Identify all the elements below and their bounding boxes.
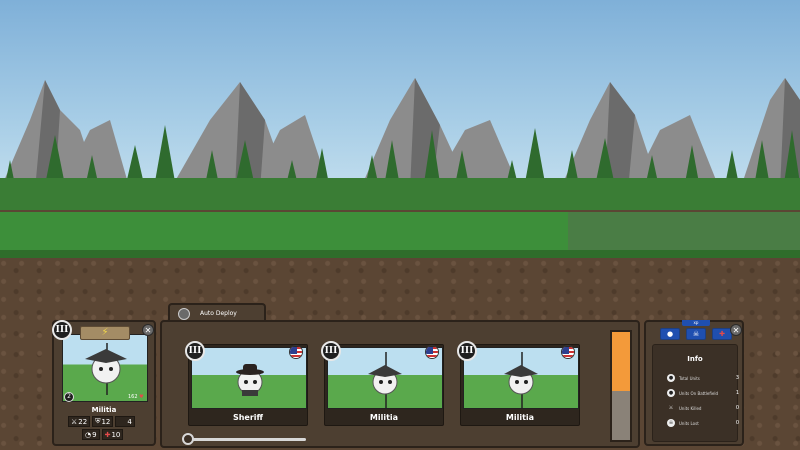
sword-icon: ⚔ — [71, 417, 78, 426]
sheriff-portrait — [191, 347, 307, 409]
rank-badge: III — [185, 341, 205, 361]
info-ball-button[interactable]: ● — [660, 328, 680, 340]
energy-gauge-fill — [612, 332, 630, 392]
info-panel: xp ● ☠ ✚ ✕ Info ● Total Units 3 ● Units … — [644, 320, 744, 446]
info-cost-button[interactable]: ✚ — [712, 328, 732, 340]
unit-hp: 162 ♥ — [128, 394, 144, 400]
stat-row-1: ⚔22 ⛨12 4 — [68, 416, 135, 427]
auto-deploy-tab[interactable]: Auto Deploy — [168, 303, 266, 323]
info-row-units-lost: ☠ Units Lost 0 — [667, 419, 739, 427]
hp-value: 162 — [128, 394, 138, 400]
defense-stat: ⛨12 — [92, 416, 114, 427]
militia-portrait — [463, 347, 579, 409]
level-up-badge[interactable]: ⚡ — [80, 326, 130, 340]
selected-unit-name: Militia — [91, 406, 117, 414]
info-tab[interactable]: xp — [682, 320, 710, 326]
unit-count-badge: 2 — [64, 392, 74, 402]
heart-icon: ♥ — [139, 394, 144, 400]
ball-icon: ● — [666, 330, 674, 338]
usa-flag-icon — [561, 345, 575, 359]
auto-deploy-label: Auto Deploy — [200, 310, 237, 317]
militia-ball-icon — [85, 343, 127, 395]
info-content: Info ● Total Units 3 ● Units On Battlefi… — [652, 344, 739, 442]
deploy-card-name: Militia — [505, 413, 535, 422]
sword-icon: ⚔ — [668, 405, 674, 411]
militia-portrait — [327, 347, 443, 409]
info-buttons: ● ☠ ✚ — [652, 328, 740, 340]
militia-ball-icon — [368, 352, 402, 408]
rank-badge: III — [457, 341, 477, 361]
rank-badge: III — [321, 341, 341, 361]
militia-ball-icon — [504, 352, 538, 408]
cube-icon — [178, 308, 190, 320]
energy-gauge — [610, 330, 632, 442]
info-row-units-killed: ⚔ Units Killed 0 — [668, 405, 739, 411]
deploy-card-militia-2[interactable]: III Militia — [457, 341, 580, 426]
shield-icon: ⛨ — [95, 417, 101, 425]
stat-row-2: ◔9 ✚10 — [82, 429, 124, 440]
ball-icon: ● — [667, 389, 675, 397]
info-skull-button[interactable]: ☠ — [686, 328, 706, 340]
cost-stat: ✚10 — [101, 429, 124, 440]
selected-unit-portrait — [62, 334, 148, 402]
skull-icon: ☠ — [667, 419, 675, 427]
speed-icon: ◔ — [85, 430, 92, 439]
close-info-button[interactable]: ✕ — [730, 324, 742, 336]
usa-flag-icon — [289, 345, 303, 359]
lightning-icon: ⚡ — [101, 327, 109, 338]
sheriff-ball-icon — [236, 364, 264, 396]
enemy-zone — [568, 212, 800, 254]
deploy-scrollbar-track[interactable] — [186, 438, 306, 441]
deploy-scrollbar-handle[interactable] — [182, 433, 194, 445]
selected-unit-card[interactable]: III ⚡ ✕ 2 162 ♥ Militia ⚔22 ⛨12 4 ◔9 ✚10 — [52, 320, 156, 446]
deploy-card-militia-1[interactable]: III Militia — [321, 341, 444, 426]
range-stat: 4 — [115, 416, 135, 427]
deploy-card-sheriff[interactable]: III Sheriff — [185, 341, 308, 426]
ball-icon: ● — [667, 374, 675, 382]
info-row-on-battlefield: ● Units On Battlefield 1 — [667, 389, 739, 397]
deploy-card-name: Sheriff — [232, 413, 264, 422]
mountain-range — [0, 78, 800, 210]
attack-stat: ⚔22 — [68, 416, 91, 427]
info-title: Info — [687, 355, 703, 363]
deploy-panel: III Sheriff III Militia — [160, 320, 640, 448]
close-selected-button[interactable]: ✕ — [142, 324, 154, 336]
cost-icon: ✚ — [104, 430, 111, 439]
cost-icon: ✚ — [719, 330, 725, 338]
skull-icon: ☠ — [692, 330, 700, 338]
usa-flag-icon — [425, 345, 439, 359]
info-row-total-units: ● Total Units 3 — [667, 374, 739, 382]
deploy-card-name: Militia — [369, 413, 399, 422]
selected-unit-rank: III — [52, 320, 72, 340]
speed-stat: ◔9 — [82, 429, 100, 440]
